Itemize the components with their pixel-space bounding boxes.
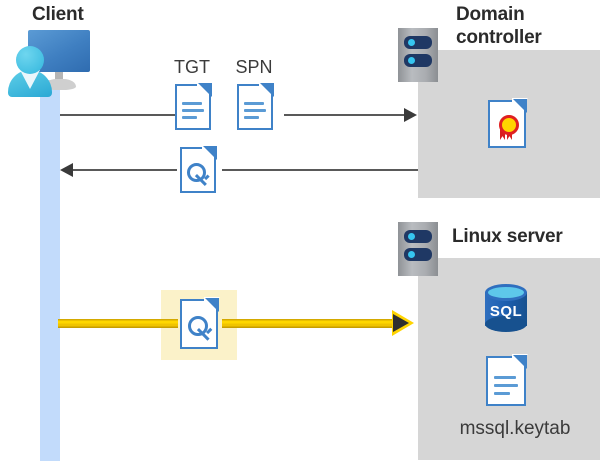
response-arrow-line-left <box>72 169 177 171</box>
linux-server-server-rack-icon <box>398 222 438 276</box>
response-arrow-line-right <box>222 169 418 171</box>
request-arrow-line-left <box>60 114 175 116</box>
document-text-line <box>244 102 264 105</box>
service-ticket-arrow-line-left <box>58 319 178 328</box>
certificate-document-icon <box>488 98 528 148</box>
document-fold-icon <box>260 83 274 97</box>
tgt-label: TGT <box>174 57 210 77</box>
user-avatar-head <box>16 46 44 74</box>
monitor-base <box>44 79 76 90</box>
response-key-document-icon <box>180 145 218 193</box>
keytab-filename-label: mssql.keytab <box>459 418 571 439</box>
rack-status-dot <box>408 39 415 46</box>
document-fold-icon <box>513 99 527 113</box>
client-icon <box>6 30 90 97</box>
rack-status-dot <box>408 57 415 64</box>
document-text-line <box>494 376 516 379</box>
client-label: Client <box>32 4 84 25</box>
monitor-neck <box>55 72 63 81</box>
key-ring-icon <box>188 316 208 336</box>
sql-database-icon: SQL <box>482 283 530 337</box>
keytab-document-icon <box>486 354 528 406</box>
domain-controller-server-rack-icon <box>398 28 438 82</box>
tgt-document-icon <box>175 82 213 130</box>
document-fold-icon <box>205 298 219 312</box>
request-arrow-head <box>404 108 417 122</box>
domain-controller-label-line1: Domain <box>456 4 525 25</box>
client-lifeline <box>40 80 60 461</box>
spn-document-icon <box>237 82 275 130</box>
document-text-line <box>182 102 202 105</box>
document-text-line <box>244 109 266 112</box>
document-fold-icon <box>198 83 212 97</box>
service-ticket-arrow-line-right <box>222 319 394 328</box>
key-ring-icon <box>187 163 206 182</box>
sql-cylinder-bottom <box>485 316 527 332</box>
sql-cylinder-label: SQL <box>489 303 523 320</box>
document-text-line <box>244 116 259 119</box>
linux-server-label: Linux server <box>452 226 563 247</box>
rack-status-dot <box>408 251 415 258</box>
rack-status-dot <box>408 233 415 240</box>
document-text-line <box>182 116 197 119</box>
service-ticket-key-document-icon <box>180 297 220 349</box>
sql-cylinder-top <box>485 284 527 301</box>
document-text-line <box>182 109 204 112</box>
response-arrow-head <box>60 163 73 177</box>
service-ticket-arrow-head <box>392 310 414 336</box>
spn-label: SPN <box>235 57 273 77</box>
document-text-line <box>494 392 510 395</box>
domain-controller-label-line2: controller <box>456 27 542 48</box>
seal-medal-icon <box>499 115 519 135</box>
user-avatar-collar <box>20 70 40 89</box>
request-arrow-line-right <box>284 114 406 116</box>
document-text-line <box>494 384 518 387</box>
document-fold-icon <box>513 355 527 369</box>
document-fold-icon <box>203 146 217 160</box>
